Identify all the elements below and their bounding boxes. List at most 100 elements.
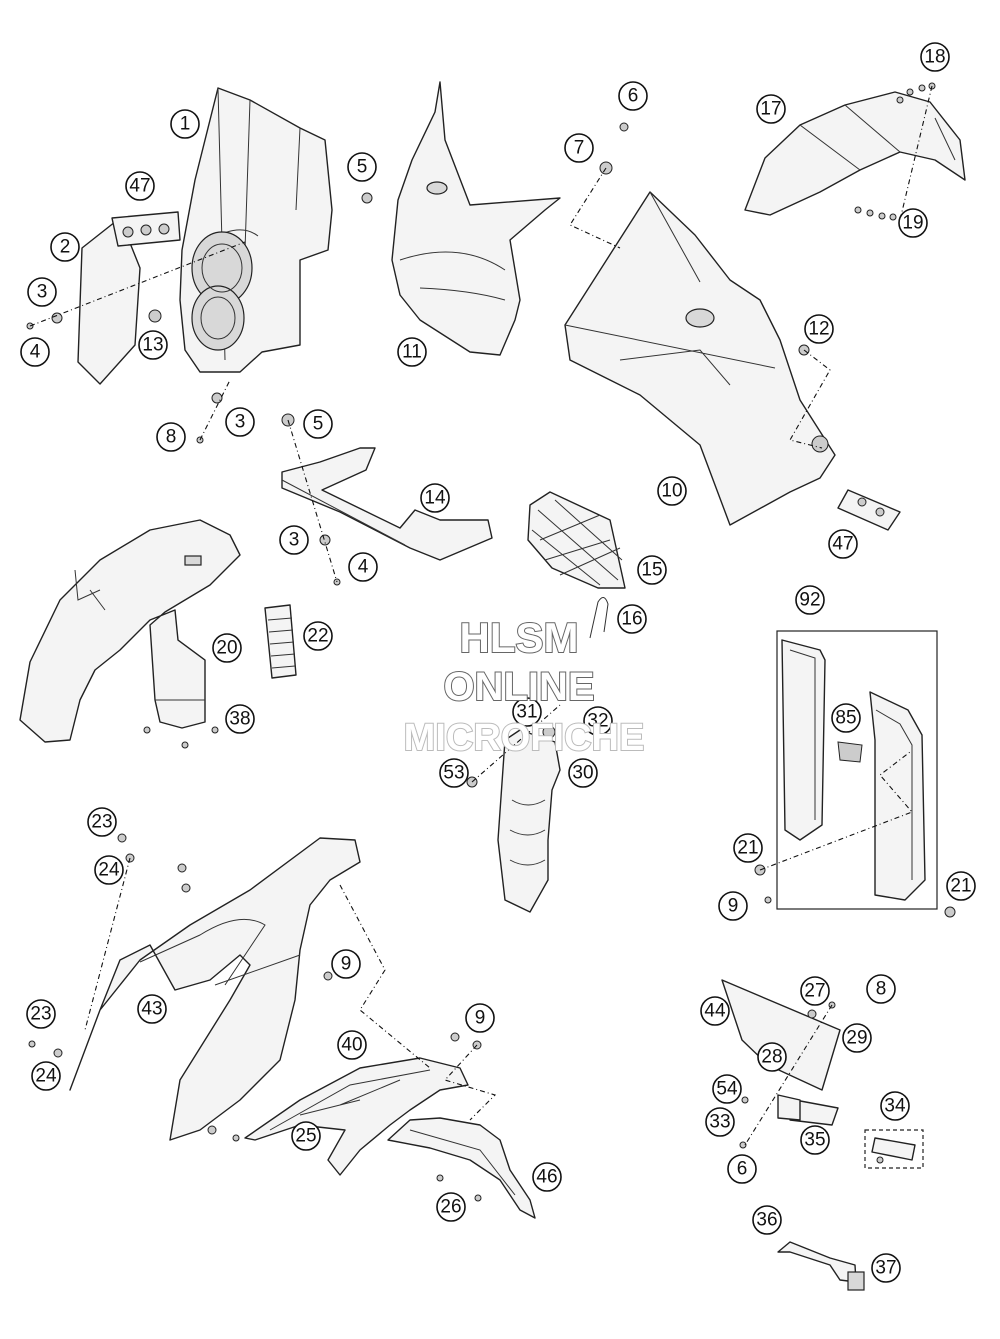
- fork-guard-left: [781, 639, 826, 841]
- callout-label: 35: [804, 1130, 825, 1151]
- callout-label: 85: [835, 708, 856, 729]
- callout-24: 24: [94, 855, 124, 885]
- callout-label: 31: [516, 702, 537, 723]
- callout-label: 28: [761, 1047, 782, 1068]
- callout-label: 4: [358, 557, 369, 578]
- callout-label: 5: [357, 157, 368, 178]
- grille-insert: [527, 491, 626, 589]
- front-fender: [19, 519, 241, 743]
- callout-22: 22: [303, 621, 333, 651]
- callout-10: 10: [657, 476, 687, 506]
- headlight-mask: [179, 87, 333, 373]
- callout-37: 37: [871, 1253, 901, 1283]
- callout-9: 9: [331, 949, 361, 979]
- callout-13: 13: [138, 330, 168, 360]
- callout-20: 20: [212, 633, 242, 663]
- callout-3: 3: [225, 407, 255, 437]
- callout-17: 17: [756, 94, 786, 124]
- watermark: HLSM ONLINE MICROFICHE: [403, 613, 646, 760]
- callout-23: 23: [87, 807, 117, 837]
- callout-5: 5: [303, 409, 333, 439]
- callout-2: 2: [50, 232, 80, 262]
- callout-label: 38: [229, 709, 250, 730]
- watermark-line-3: MICROFICHE: [404, 717, 645, 759]
- callout-label: 47: [832, 534, 853, 555]
- callout-label: 3: [37, 282, 48, 303]
- tank-spoiler: [69, 837, 361, 1141]
- callout-29: 29: [842, 1023, 872, 1053]
- fasteners: [26, 82, 956, 1202]
- callout-label: 24: [35, 1066, 57, 1087]
- callout-label: 19: [902, 213, 923, 234]
- callout-label: 5: [313, 414, 324, 435]
- callout-label: 23: [91, 812, 112, 833]
- callout-label: 7: [574, 138, 585, 159]
- callout-label: 40: [341, 1035, 362, 1056]
- callout-label: 32: [587, 711, 608, 732]
- callout-19: 19: [898, 208, 928, 238]
- callout-label: 54: [716, 1079, 738, 1100]
- reflector: [264, 604, 297, 679]
- callout-label: 1: [180, 114, 191, 135]
- callout-33: 33: [705, 1107, 735, 1137]
- callout-25: 25: [291, 1121, 321, 1151]
- callout-11: 11: [397, 337, 427, 367]
- callout-label: 20: [216, 638, 237, 659]
- watermark-line-1: HLSM: [460, 614, 579, 661]
- plate-bracket: [777, 1241, 865, 1291]
- watermark-line-2: ONLINE: [443, 665, 594, 709]
- callout-label: 44: [704, 1001, 726, 1022]
- fork-guard-kit-box: [776, 630, 938, 910]
- callout-label: 37: [875, 1258, 896, 1279]
- callout-label: 27: [804, 981, 825, 1002]
- license-light-kit: [864, 1129, 924, 1169]
- callout-15: 15: [637, 555, 667, 585]
- cable-strap: [589, 597, 609, 639]
- callout-6: 6: [727, 1154, 757, 1184]
- callout-label: 8: [166, 427, 177, 448]
- callout-16: 16: [617, 604, 647, 634]
- callout-label: 14: [424, 488, 446, 509]
- callout-label: 16: [621, 609, 642, 630]
- callout-85: 85: [831, 703, 861, 733]
- callout-label: 2: [60, 237, 71, 258]
- callout-label: 9: [475, 1008, 486, 1029]
- callout-label: 8: [876, 979, 887, 1000]
- callout-21: 21: [946, 871, 976, 901]
- callout-32: 32: [583, 706, 613, 736]
- callout-label: 3: [235, 412, 246, 433]
- callout-4: 4: [348, 552, 378, 582]
- callout-28: 28: [757, 1042, 787, 1072]
- callout-label: 92: [799, 590, 820, 611]
- callout-18: 18: [920, 42, 950, 72]
- callout-47: 47: [828, 529, 858, 559]
- callout-label: 23: [30, 1004, 51, 1025]
- callout-24: 24: [31, 1061, 61, 1091]
- callout-54: 54: [712, 1074, 742, 1104]
- callout-21: 21: [733, 833, 763, 863]
- callout-label: 36: [756, 1210, 777, 1231]
- callout-label: 29: [846, 1028, 867, 1049]
- callout-label: 47: [129, 176, 150, 197]
- callout-3: 3: [27, 277, 57, 307]
- callout-7: 7: [564, 133, 594, 163]
- rear-fender: [744, 91, 966, 216]
- callout-label: 15: [641, 560, 662, 581]
- callout-1: 1: [170, 109, 200, 139]
- callout-label: 33: [709, 1112, 730, 1133]
- side-panel: [391, 81, 561, 356]
- spoiler-bracket: [281, 447, 493, 561]
- callout-label: 9: [341, 954, 352, 975]
- callout-26: 26: [436, 1192, 466, 1222]
- grommet-strip-right: [837, 489, 901, 531]
- callout-27: 27: [800, 976, 830, 1006]
- callout-30: 30: [568, 758, 598, 788]
- callout-label: 10: [661, 481, 682, 502]
- callout-label: 24: [98, 860, 120, 881]
- callout-label: 46: [536, 1167, 557, 1188]
- callout-47: 47: [125, 171, 155, 201]
- callout-6: 6: [618, 81, 648, 111]
- callout-36: 36: [752, 1205, 782, 1235]
- callout-53: 53: [439, 758, 469, 788]
- callout-92: 92: [795, 585, 825, 615]
